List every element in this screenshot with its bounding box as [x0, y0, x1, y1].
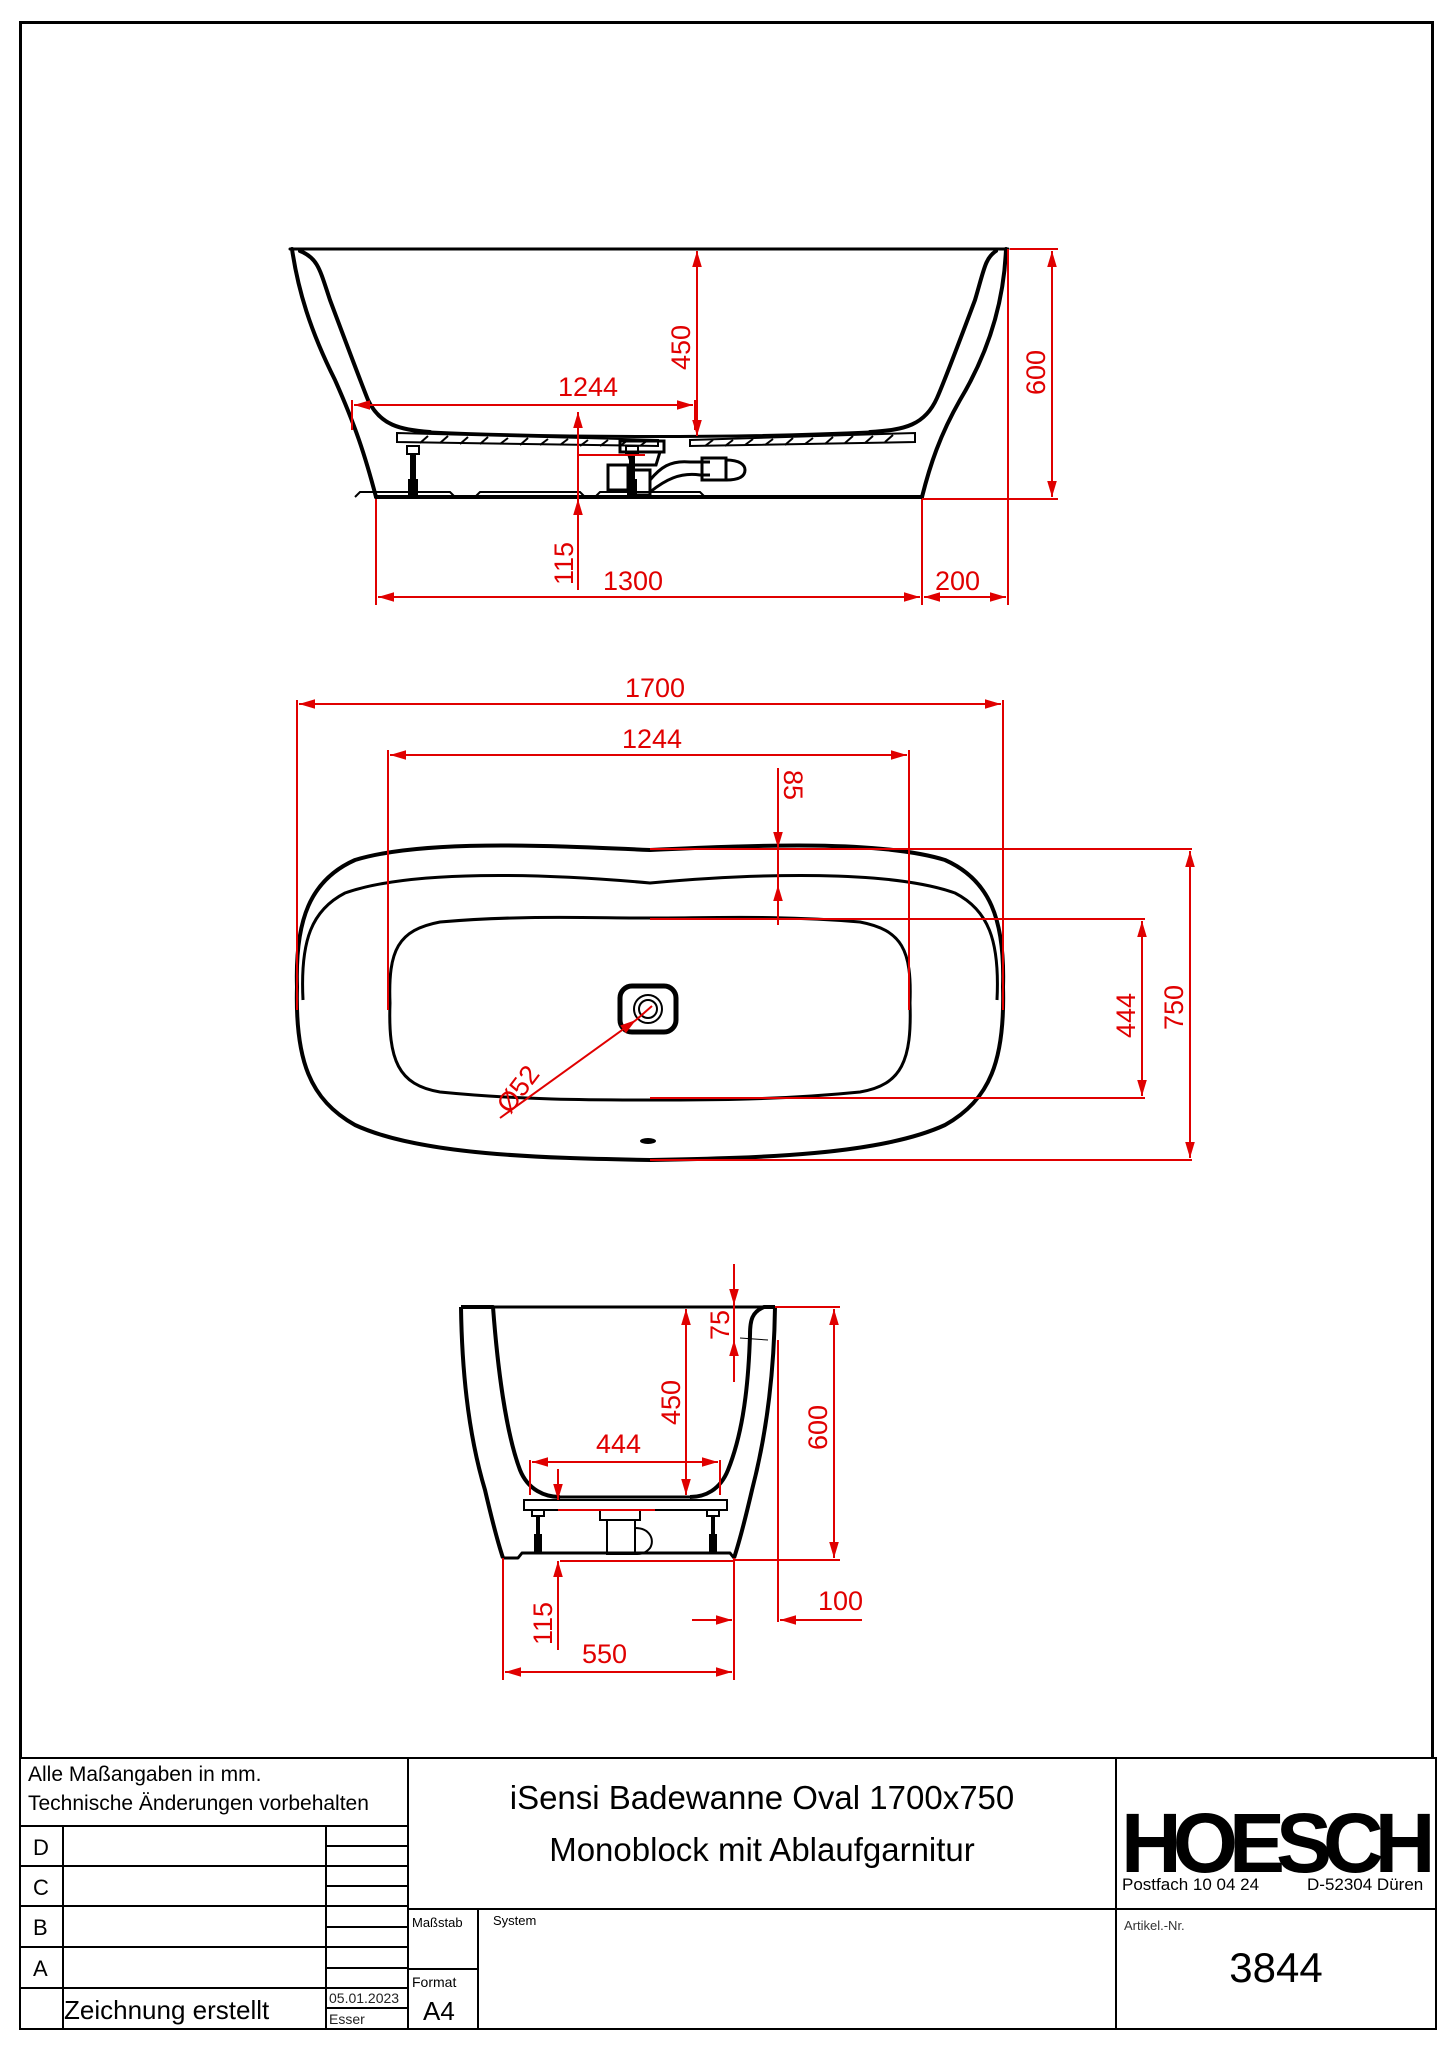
note-units: Alle Maßangaben in mm. [28, 1763, 262, 1786]
dim-inner-bottom-length-top: 1244 [622, 724, 682, 754]
revision-author-a [325, 1967, 409, 1989]
revision-author-d [325, 1845, 409, 1867]
revision-text-b [62, 1905, 327, 1948]
company-city: D-52304 Düren [1307, 1875, 1424, 1894]
dim-overall-length-top: 1700 [625, 673, 685, 703]
system-cell: System [477, 1908, 1117, 2030]
system-label: System [493, 1913, 537, 1928]
created-date: 05.01.2023 [329, 1990, 400, 2006]
revision-author-b [325, 1926, 409, 1948]
dim-rim-thickness-short: 75 [705, 1310, 735, 1340]
article-number: 3844 [1229, 1944, 1323, 1991]
created-letter-cell [19, 1987, 64, 2030]
top-view: 1700 1244 85 444 750 Ø52 [294, 673, 1195, 1163]
revision-text-a [62, 1946, 327, 1989]
dim-overall-width-top: 750 [1159, 985, 1189, 1030]
dim-inner-bottom-length-long: 1244 [558, 372, 618, 402]
dim-overhang-long: 200 [935, 566, 980, 596]
revision-letter-c: C [19, 1865, 64, 1907]
scale-label: Maßstab [412, 1915, 463, 1930]
revision-date-b [325, 1905, 409, 1928]
side-view-long: 450 600 1244 115 1300 200 [288, 247, 1058, 605]
revision-date-c [325, 1865, 409, 1887]
dim-overall-height-long: 600 [1021, 350, 1051, 395]
created-label: Zeichnung erstellt [64, 1995, 270, 2025]
title-block: Alle Maßangaben in mm. Technische Änderu… [19, 1757, 1437, 2030]
notes-cell: Alle Maßangaben in mm. Technische Änderu… [19, 1757, 409, 1827]
dim-base-width-short: 550 [582, 1639, 627, 1669]
hoesch-logo: HOESCH [1121, 1796, 1435, 1890]
dim-drain-diameter-top: Ø52 [491, 1060, 546, 1119]
created-by: Esser [329, 2011, 365, 2027]
dim-overall-height-short: 600 [803, 1405, 833, 1450]
created-by-cell: Esser [325, 2007, 409, 2030]
revision-text-c [62, 1865, 327, 1907]
revision-date-d [325, 1825, 409, 1847]
revision-letter-d: D [19, 1825, 64, 1867]
dim-inner-depth-long: 450 [666, 325, 696, 370]
format-label: Format [412, 1974, 457, 1990]
revision-author-c [325, 1885, 409, 1907]
revision-letter-a: A [19, 1946, 64, 1989]
dim-rim-offset-top: 85 [778, 770, 808, 800]
created-date-cell: 05.01.2023 [325, 1987, 409, 2009]
dim-foot-height-long: 115 [549, 542, 579, 585]
dim-foot-height-short: 115 [528, 1602, 558, 1645]
dim-inner-depth-short: 450 [656, 1380, 686, 1425]
dim-overhang-short: 100 [818, 1586, 863, 1616]
article-cell: Artikel.-Nr. 3844 [1115, 1908, 1437, 2030]
side-view-short: 75 450 600 444 115 550 100 [459, 1264, 863, 1680]
title-cell: iSensi Badewanne Oval 1700x750 Monoblock… [407, 1757, 1117, 1910]
revision-letter-b: B [19, 1905, 64, 1948]
created-label-cell: Zeichnung erstellt [62, 1987, 327, 2030]
dim-inner-bottom-width-short: 444 [596, 1429, 641, 1459]
note-changes: Technische Änderungen vorbehalten [28, 1792, 369, 1815]
company-po-box: Postfach 10 04 24 [1122, 1875, 1260, 1894]
format-value: A4 [423, 1996, 455, 2026]
dim-base-length-long: 1300 [603, 566, 663, 596]
scale-cell: Maßstab [407, 1908, 479, 1970]
dim-inner-bottom-width-top: 444 [1111, 993, 1141, 1038]
article-label: Artikel.-Nr. [1124, 1918, 1185, 1933]
revision-text-d [62, 1825, 327, 1867]
company-cell: HOESCH Postfach 10 04 24 D-52304 Düren [1115, 1757, 1437, 1910]
revision-date-a [325, 1946, 409, 1969]
title-line-2: Monoblock mit Ablaufgarnitur [549, 1831, 975, 1868]
title-line-1: iSensi Badewanne Oval 1700x750 [509, 1779, 1015, 1816]
format-cell: Format A4 [407, 1968, 479, 2030]
